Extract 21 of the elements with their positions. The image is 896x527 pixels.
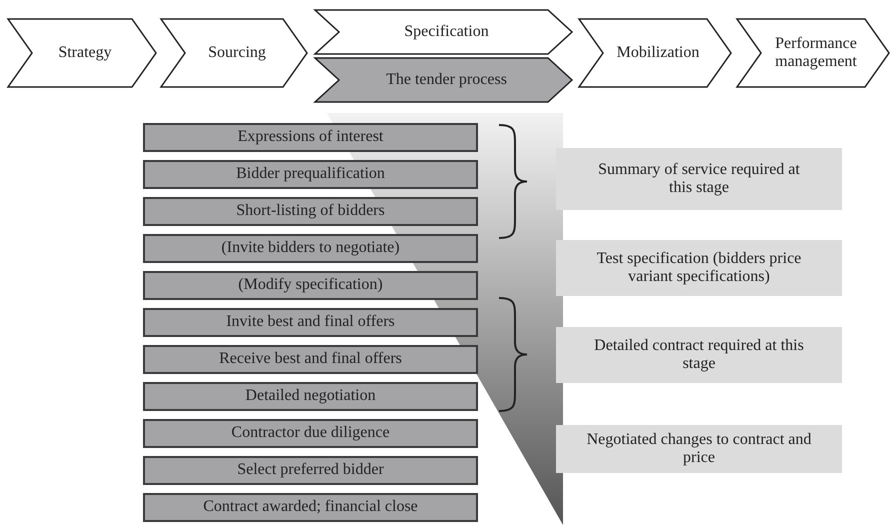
process-step-box: Expressions of interest <box>143 123 478 152</box>
process-stage: Performance management <box>736 18 890 88</box>
process-step-box: Contract awarded; financial close <box>143 493 478 522</box>
process-stage: Strategy <box>7 18 157 88</box>
process-step-box: Contractor due diligence <box>143 419 478 448</box>
note-box: Test specification (bidders price variant specifications) <box>556 240 842 296</box>
process-step-box: Receive best and final offers <box>143 345 478 374</box>
process-stage: Sourcing <box>160 18 308 88</box>
process-step-box: Detailed negotiation <box>143 382 478 411</box>
note-box: Negotiated changes to contract and price <box>556 425 842 473</box>
process-step-box: Short-listing of bidders <box>143 197 478 226</box>
note-box: Summary of service required at this stage <box>556 148 842 210</box>
process-step-box: Bidder prequalification <box>143 160 478 189</box>
process-stage: The tender process <box>314 57 573 103</box>
process-stage: Specification <box>314 9 573 55</box>
process-stage: Mobilization <box>578 18 732 88</box>
process-step-box: (Modify specification) <box>143 271 478 300</box>
process-step-box: Select preferred bidder <box>143 456 478 485</box>
process-step-box: Invite best and final offers <box>143 308 478 337</box>
process-step-box: (Invite bidders to negotiate) <box>143 234 478 263</box>
note-box: Detailed contract required at this stage <box>556 327 842 383</box>
